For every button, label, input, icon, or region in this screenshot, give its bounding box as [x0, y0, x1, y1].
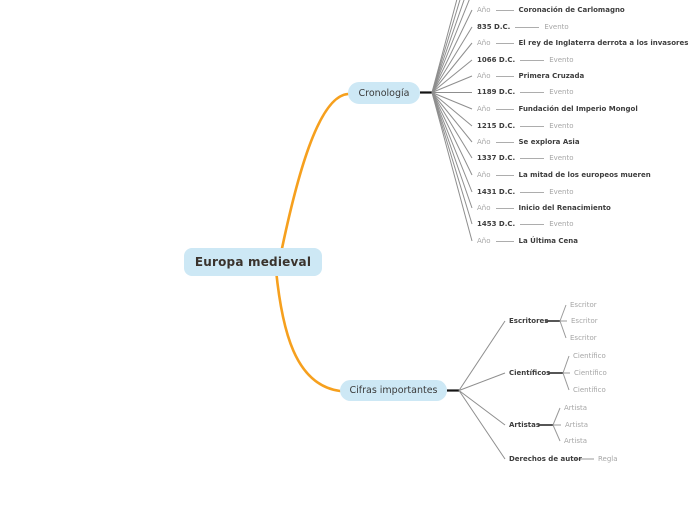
fan-cronologia: [431, 0, 473, 242]
timeline-year-label[interactable]: Año: [477, 105, 491, 113]
group-child-fans: [552, 304, 594, 460]
row-connector: [495, 240, 514, 242]
row-connector: [495, 42, 514, 44]
timeline-row: Año Se explora Asia: [477, 137, 580, 147]
timeline-event-label[interactable]: Primera Cruzada: [518, 72, 585, 80]
leaf-label[interactable]: Científico: [573, 352, 606, 360]
group-label-cientificos[interactable]: Científicos: [509, 369, 551, 377]
timeline-event-label[interactable]: Evento: [544, 23, 569, 31]
timeline-row: 835 D.C. Evento: [477, 22, 569, 32]
leaf-label[interactable]: Escritor: [570, 301, 597, 309]
timeline-event-label[interactable]: Evento: [549, 188, 574, 196]
timeline-row: Año La mitad de los europeos mueren: [477, 170, 651, 180]
timeline-event-label[interactable]: Evento: [549, 56, 574, 64]
branch-topic-cifras-label: Cifras importantes: [349, 385, 438, 396]
row-connector: [520, 125, 545, 127]
timeline-year-label[interactable]: Año: [477, 39, 491, 47]
timeline-event-label[interactable]: El rey de Inglaterra derrota a los invas…: [518, 39, 689, 47]
timeline-year-label[interactable]: 1189 D.C.: [477, 88, 516, 96]
timeline-row: 1337 D.C. Evento: [477, 153, 574, 163]
leaf-label[interactable]: Científico: [573, 386, 606, 394]
row-connector: [495, 174, 514, 176]
group-label-escritores[interactable]: Escritores: [509, 317, 549, 325]
timeline-year-label[interactable]: Año: [477, 72, 491, 80]
branch-topic-cifras[interactable]: Cifras importantes: [340, 380, 447, 401]
branch-curve-bottom: [274, 268, 342, 393]
timeline-year-label[interactable]: 1453 D.C.: [477, 220, 516, 228]
timeline-row: 1431 D.C. Evento: [477, 187, 574, 197]
timeline-year-label[interactable]: 1431 D.C.: [477, 188, 516, 196]
row-connector: [520, 59, 545, 61]
timeline-event-label[interactable]: Evento: [549, 154, 574, 162]
row-connector: [495, 141, 514, 143]
timeline-row: Año Primera Cruzada: [477, 71, 584, 81]
row-connector: [520, 91, 545, 93]
leaf-label[interactable]: Artista: [564, 437, 588, 445]
timeline-event-label[interactable]: Fundación del Imperio Mongol: [518, 105, 638, 113]
row-connector: [495, 207, 514, 209]
group-stubs: [538, 320, 563, 426]
leaf-label[interactable]: Artista: [564, 404, 588, 412]
leaf-label[interactable]: Escritor: [571, 317, 598, 325]
row-connector: [520, 223, 545, 225]
group-label-derechos[interactable]: Derechos de autor: [509, 455, 582, 463]
leaf-label[interactable]: Artista: [565, 421, 589, 429]
timeline-year-label[interactable]: 1066 D.C.: [477, 56, 516, 64]
timeline-row: 1189 D.C. Evento: [477, 87, 574, 97]
timeline-year-label[interactable]: Año: [477, 171, 491, 179]
timeline-event-label[interactable]: La mitad de los europeos mueren: [518, 171, 651, 179]
timeline-event-label[interactable]: Coronación de Carlomagno: [518, 6, 625, 14]
leaf-label[interactable]: Científico: [574, 369, 607, 377]
row-connector: [495, 9, 514, 11]
timeline-row: Año La Última Cena: [477, 236, 578, 246]
row-connector: [495, 108, 514, 110]
timeline-year-label[interactable]: Año: [477, 138, 491, 146]
root-topic[interactable]: Europa medieval: [184, 248, 322, 276]
timeline-event-label[interactable]: Evento: [549, 220, 574, 228]
row-connector: [495, 75, 514, 77]
timeline-event-label[interactable]: La Última Cena: [518, 237, 579, 245]
timeline-row: 1215 D.C. Evento: [477, 121, 574, 131]
timeline-year-label[interactable]: 1215 D.C.: [477, 122, 516, 130]
row-connector: [520, 191, 545, 193]
timeline-row: Año Coronación de Carlomagno: [477, 5, 625, 15]
leaf-label[interactable]: Regla: [598, 455, 618, 463]
timeline-event-label[interactable]: Inicio del Renacimiento: [518, 204, 611, 212]
timeline-year-label[interactable]: Año: [477, 6, 491, 14]
timeline-event-label[interactable]: Se explora Asia: [518, 138, 580, 146]
branch-curve-top: [278, 92, 350, 260]
timeline-row: Año Inicio del Renacimiento: [477, 203, 611, 213]
timeline-year-label[interactable]: 1337 D.C.: [477, 154, 516, 162]
timeline-row: 1453 D.C. Evento: [477, 219, 574, 229]
timeline-year-label[interactable]: Año: [477, 204, 491, 212]
row-connector: [520, 157, 545, 159]
timeline-event-label[interactable]: Evento: [549, 88, 574, 96]
timeline-event-label[interactable]: Evento: [549, 122, 574, 130]
branch-topic-cronologia-label: Cronología: [358, 87, 410, 99]
root-topic-label: Europa medieval: [194, 255, 312, 269]
timeline-year-label[interactable]: Año: [477, 237, 491, 245]
row-connector: [515, 26, 540, 28]
timeline-row: Año Fundación del Imperio Mongol: [477, 104, 638, 114]
timeline-row: Año El rey de Inglaterra derrota a los in…: [477, 38, 688, 48]
timeline-row: 1066 D.C. Evento: [477, 55, 574, 65]
timeline-year-label[interactable]: 835 D.C.: [477, 23, 511, 31]
group-label-artistas[interactable]: Artistas: [509, 421, 541, 429]
fan-cifras: [458, 320, 506, 460]
branch-topic-cronologia[interactable]: Cronología: [348, 82, 420, 104]
leaf-label[interactable]: Escritor: [570, 334, 597, 342]
